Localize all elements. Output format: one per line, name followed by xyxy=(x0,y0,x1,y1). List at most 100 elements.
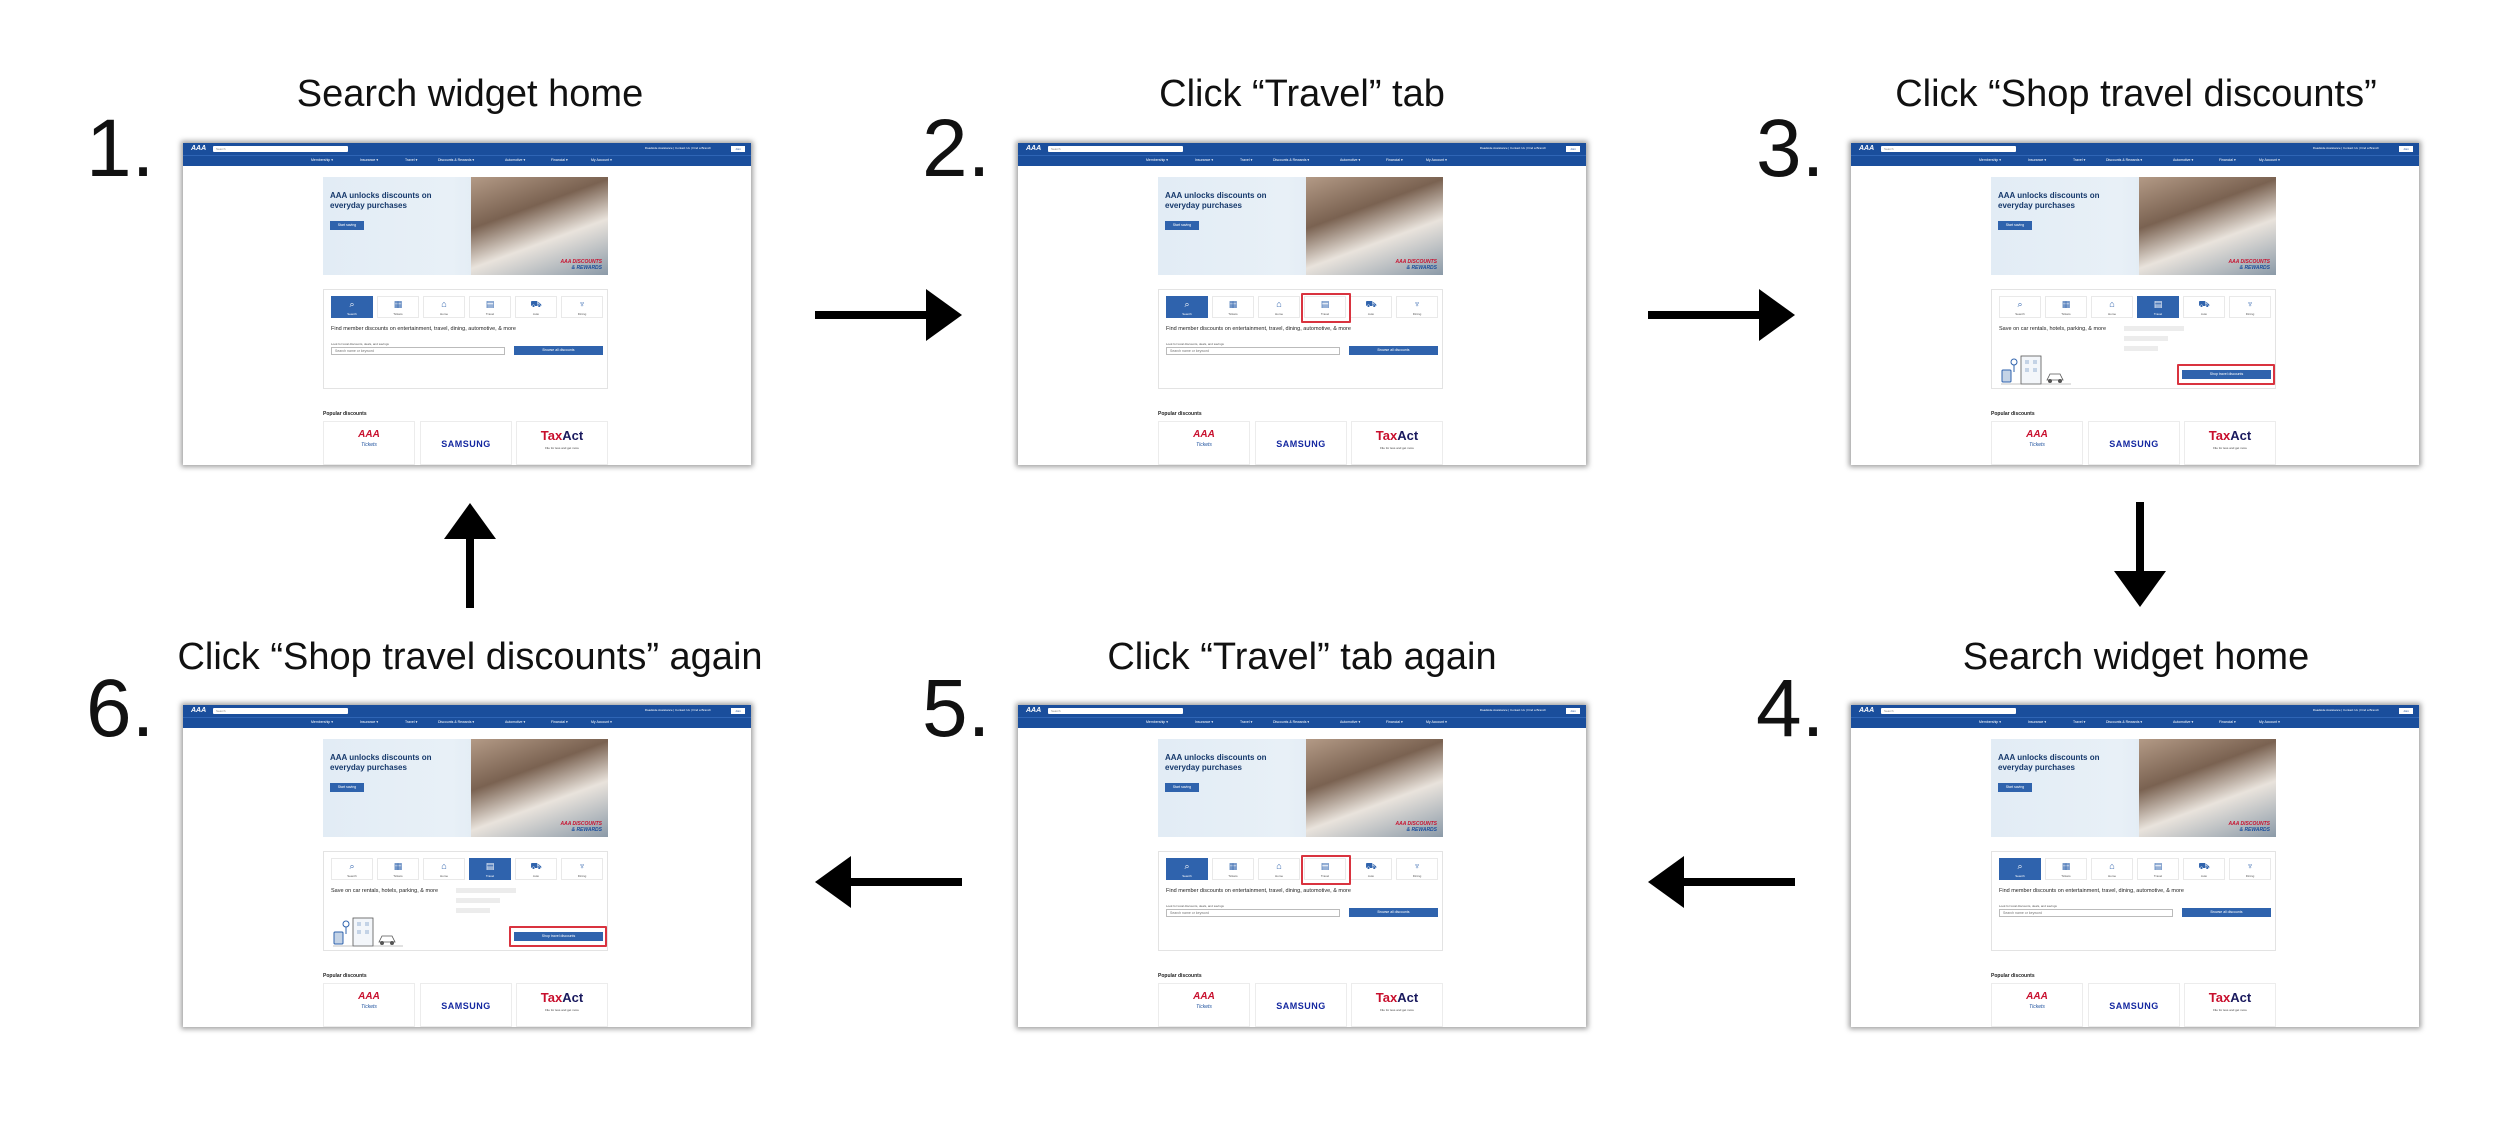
tab-travel[interactable]: ▤Travel xyxy=(469,296,511,318)
browse-all-discounts-button[interactable]: Browse all discounts xyxy=(1349,346,1438,355)
nav-item[interactable]: Financial ▾ xyxy=(2219,720,2236,724)
nav-item[interactable]: My Account ▾ xyxy=(591,158,612,162)
nav-item[interactable]: Financial ▾ xyxy=(551,158,568,162)
samsung-card[interactable]: SAMSUNG xyxy=(1255,983,1347,1027)
shop-travel-discounts-button[interactable]: Shop travel discounts xyxy=(514,932,603,941)
tab-dining[interactable]: ♆Dining xyxy=(1396,296,1438,318)
nav-item[interactable]: Discounts & Rewards ▾ xyxy=(2106,720,2143,724)
tab-dining[interactable]: ♆Dining xyxy=(2229,296,2271,318)
nav-item[interactable]: Discounts & Rewards ▾ xyxy=(438,158,475,162)
browse-all-discounts-button[interactable]: Browse all discounts xyxy=(514,346,603,355)
nav-item[interactable]: Travel ▾ xyxy=(405,158,418,162)
nav-item[interactable]: Discounts & Rewards ▾ xyxy=(2106,158,2143,162)
utility-links[interactable]: Roadside Assistance | Contact Us | Find … xyxy=(644,146,711,150)
nav-item[interactable]: My Account ▾ xyxy=(2259,158,2280,162)
site-search-input[interactable]: Search xyxy=(1048,146,1183,152)
discount-search-select[interactable]: Search name or keyword xyxy=(1999,909,2173,917)
tab-search[interactable]: ⌕Search xyxy=(1999,858,2041,880)
tab-auto[interactable]: ⛟Auto xyxy=(1350,296,1392,318)
discount-search-select[interactable]: Search name or keyword xyxy=(1166,347,1340,355)
tab-auto[interactable]: ⛟Auto xyxy=(2183,296,2225,318)
samsung-card[interactable]: SAMSUNG xyxy=(2088,421,2180,465)
utility-links[interactable]: Roadside Assistance | Contact Us | Find … xyxy=(2312,146,2379,150)
nav-item[interactable]: Membership ▾ xyxy=(311,720,333,724)
utility-links[interactable]: Roadside Assistance | Contact Us | Find … xyxy=(1479,146,1546,150)
discount-search-select[interactable]: Search name or keyword xyxy=(1166,909,1340,917)
nav-item[interactable]: Financial ▾ xyxy=(1386,158,1403,162)
tab-search[interactable]: ⌕Search xyxy=(1166,858,1208,880)
join-button[interactable]: Join xyxy=(1566,708,1580,714)
join-button[interactable]: Join xyxy=(731,708,745,714)
tab-tickets[interactable]: ▦Tickets xyxy=(377,296,419,318)
nav-item[interactable]: Insurance ▾ xyxy=(2028,720,2047,724)
discount-search-select[interactable]: Search name or keyword xyxy=(331,347,505,355)
tab-home[interactable]: ⌂Home xyxy=(1258,296,1300,318)
join-button[interactable]: Join xyxy=(2399,146,2413,152)
tab-travel[interactable]: ▤Travel xyxy=(469,858,511,880)
tab-auto[interactable]: ⛟Auto xyxy=(515,296,557,318)
nav-item[interactable]: Membership ▾ xyxy=(1146,720,1168,724)
tab-home[interactable]: ⌂Home xyxy=(2091,858,2133,880)
tab-auto[interactable]: ⛟Auto xyxy=(515,858,557,880)
tab-travel[interactable]: ▤Travel xyxy=(1304,296,1346,318)
nav-item[interactable]: Automotive ▾ xyxy=(2173,720,2194,724)
site-search-input[interactable]: Search xyxy=(1881,708,2016,714)
tab-travel[interactable]: ▤Travel xyxy=(2137,296,2179,318)
tab-travel[interactable]: ▤Travel xyxy=(1304,858,1346,880)
nav-item[interactable]: My Account ▾ xyxy=(1426,720,1447,724)
nav-item[interactable]: Insurance ▾ xyxy=(1195,158,1214,162)
tab-travel[interactable]: ▤Travel xyxy=(2137,858,2179,880)
tab-home[interactable]: ⌂Home xyxy=(2091,296,2133,318)
tab-dining[interactable]: ♆Dining xyxy=(561,296,603,318)
samsung-card[interactable]: SAMSUNG xyxy=(420,421,512,465)
nav-item[interactable]: Membership ▾ xyxy=(1979,158,2001,162)
nav-item[interactable]: Insurance ▾ xyxy=(2028,158,2047,162)
nav-item[interactable]: Automotive ▾ xyxy=(2173,158,2194,162)
shop-travel-discounts-button[interactable]: Shop travel discounts xyxy=(2182,370,2271,379)
tab-search[interactable]: ⌕Search xyxy=(331,296,373,318)
nav-item[interactable]: Financial ▾ xyxy=(1386,720,1403,724)
nav-item[interactable]: Travel ▾ xyxy=(2073,158,2086,162)
tab-dining[interactable]: ♆Dining xyxy=(1396,858,1438,880)
nav-item[interactable]: Insurance ▾ xyxy=(360,720,379,724)
nav-item[interactable]: Discounts & Rewards ▾ xyxy=(438,720,475,724)
nav-item[interactable]: Insurance ▾ xyxy=(1195,720,1214,724)
start-saving-button[interactable]: Start saving xyxy=(330,221,364,230)
nav-item[interactable]: Travel ▾ xyxy=(1240,158,1253,162)
utility-links[interactable]: Roadside Assistance | Contact Us | Find … xyxy=(1479,708,1546,712)
tab-home[interactable]: ⌂Home xyxy=(423,296,465,318)
nav-item[interactable]: Automotive ▾ xyxy=(505,158,526,162)
tab-search[interactable]: ⌕Search xyxy=(1166,296,1208,318)
start-saving-button[interactable]: Start saving xyxy=(1165,783,1199,792)
tab-tickets[interactable]: ▦Tickets xyxy=(377,858,419,880)
tab-tickets[interactable]: ▦Tickets xyxy=(2045,858,2087,880)
site-search-input[interactable]: Search xyxy=(213,146,348,152)
site-search-input[interactable]: Search xyxy=(1048,708,1183,714)
nav-item[interactable]: Travel ▾ xyxy=(405,720,418,724)
utility-links[interactable]: Roadside Assistance | Contact Us | Find … xyxy=(2312,708,2379,712)
start-saving-button[interactable]: Start saving xyxy=(1998,221,2032,230)
tab-tickets[interactable]: ▦Tickets xyxy=(2045,296,2087,318)
tab-auto[interactable]: ⛟Auto xyxy=(1350,858,1392,880)
tab-tickets[interactable]: ▦Tickets xyxy=(1212,296,1254,318)
nav-item[interactable]: Membership ▾ xyxy=(1146,158,1168,162)
tab-auto[interactable]: ⛟Auto xyxy=(2183,858,2225,880)
nav-item[interactable]: Insurance ▾ xyxy=(360,158,379,162)
nav-item[interactable]: My Account ▾ xyxy=(1426,158,1447,162)
tab-dining[interactable]: ♆Dining xyxy=(2229,858,2271,880)
samsung-card[interactable]: SAMSUNG xyxy=(1255,421,1347,465)
nav-item[interactable]: Membership ▾ xyxy=(311,158,333,162)
nav-item[interactable]: Financial ▾ xyxy=(2219,158,2236,162)
tab-tickets[interactable]: ▦Tickets xyxy=(1212,858,1254,880)
nav-item[interactable]: Discounts & Rewards ▾ xyxy=(1273,720,1310,724)
